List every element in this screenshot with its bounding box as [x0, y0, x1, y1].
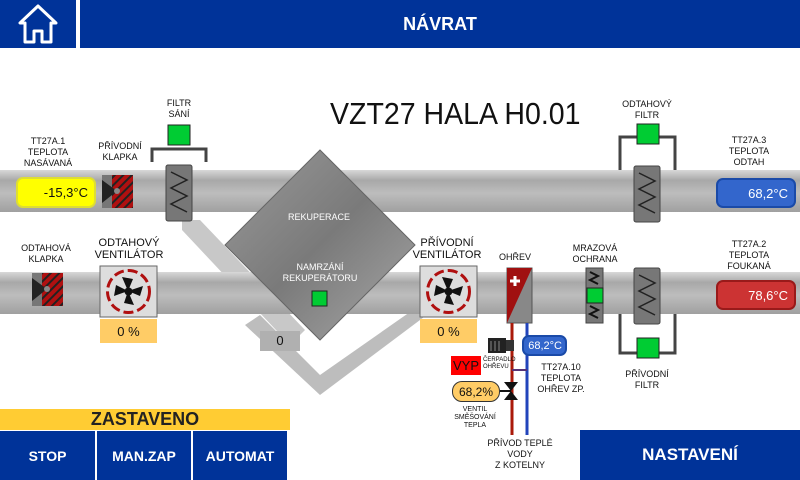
home-button[interactable] [0, 0, 76, 48]
stop-button[interactable]: STOP [0, 431, 95, 480]
heater [506, 267, 533, 324]
page-title: VZT27 HALA H0.01 [330, 96, 581, 131]
mixing-valve-icon [500, 382, 518, 400]
status-banner: ZASTAVENO [0, 409, 290, 430]
supply-filter-status [636, 337, 660, 359]
intake-filter-status [167, 124, 191, 146]
recuperation-label: REKUPERACE [287, 212, 351, 222]
exhaust-damper [32, 273, 63, 306]
back-button[interactable]: NÁVRAT [80, 0, 800, 48]
frost-protection [585, 267, 604, 324]
manual-on-button[interactable]: MAN.ZAP [97, 431, 191, 480]
auto-button[interactable]: AUTOMAT [193, 431, 287, 480]
supply-fan [419, 265, 478, 318]
heater-return-temp-value: 68,2°C [522, 335, 567, 356]
supply-temp-value: 78,6°C [716, 280, 796, 310]
recup-frost-indicator [311, 290, 328, 307]
back-label: NÁVRAT [403, 13, 477, 34]
pump-state: VYP [451, 356, 481, 375]
valve-position: 68,2% [452, 381, 500, 402]
exhaust-fan [99, 265, 158, 318]
exhaust-filter-status [636, 123, 660, 145]
intake-filter [165, 164, 193, 222]
supply-filter [633, 267, 661, 325]
heater-label: OHŘEV [498, 252, 532, 262]
pump-icon [488, 338, 514, 353]
supply-damper [102, 175, 133, 208]
recuperator [224, 149, 416, 341]
exhaust-temp-value: 68,2°C [716, 178, 796, 208]
home-icon [18, 4, 58, 44]
supply-duct [0, 170, 800, 212]
intake-temp-value: -15,3°C [16, 177, 96, 208]
settings-button[interactable]: NASTAVENÍ [580, 430, 800, 480]
recup-value: 0 [276, 333, 284, 348]
supply-fan-speed: 0 % [420, 319, 477, 343]
exhaust-filter [633, 165, 661, 223]
exhaust-fan-speed: 0 % [100, 319, 157, 343]
